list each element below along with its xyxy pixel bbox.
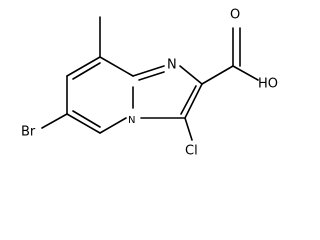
bond-n1-c2 [179, 65, 203, 85]
bond-c2-c3-double [180, 85, 197, 115]
bond-hydroxyl [232, 65, 259, 81]
atom-n-ring: N [167, 58, 177, 73]
bond-c8-c7-double [72, 62, 101, 80]
atom-carbonyl-oxygen: O [230, 8, 240, 23]
chemical-structure: N N HO O Br Cl [21, 8, 278, 159]
atom-chlorine: Cl [185, 144, 198, 159]
bond-c2-c3 [184, 83, 203, 119]
bond-c2-cooh [201, 65, 234, 85]
bond-chloro [184, 117, 193, 141]
atom-bromine: Br [21, 125, 36, 140]
bond-c6-c5-double [72, 110, 101, 128]
atom-n-bridge: N [128, 115, 135, 126]
bond-c8-c7 [66, 56, 101, 77]
bond-c8a-n1-double [138, 71, 165, 81]
bond-c8a-n1 [132, 65, 165, 77]
bond-c5-n4 [99, 117, 127, 134]
bond-bromo [41, 113, 68, 129]
atom-hydroxyl: HO [258, 77, 278, 92]
bond-c6-c5 [66, 113, 101, 134]
bond-c8a-c8 [99, 56, 134, 77]
